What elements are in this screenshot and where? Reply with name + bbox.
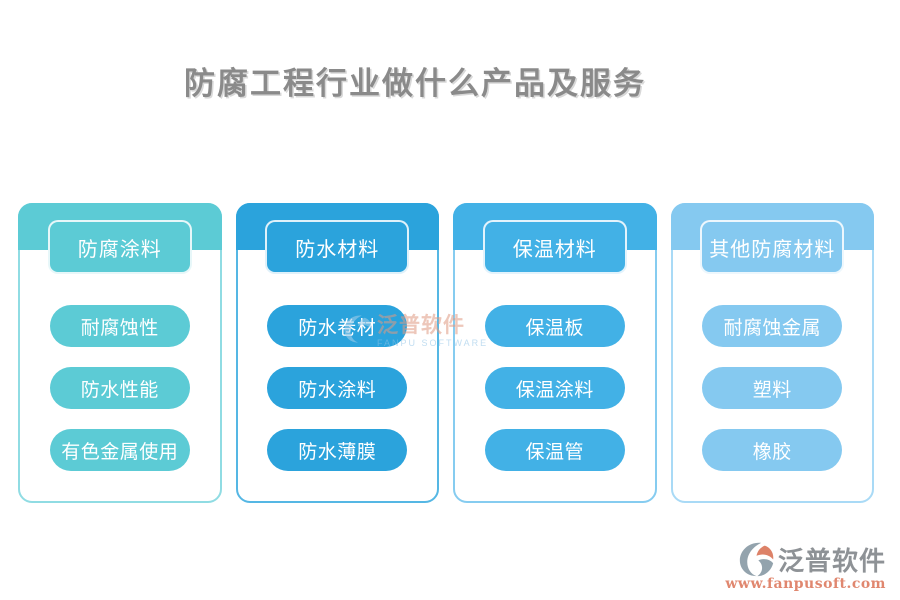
footer-url: www.fanpusoft.com [725, 576, 886, 592]
product-item: 有色金属使用 [49, 429, 190, 471]
product-item: 防水涂料 [267, 367, 408, 409]
fanpu-logo-icon [739, 542, 774, 577]
footer-brand-row: 泛普软件 [738, 541, 886, 578]
column-header: 其他防腐材料 [700, 220, 845, 274]
product-item: 保温板 [484, 305, 625, 347]
column-card-insulation-material: 保温材料 保温板 保温涂料 保温管 [453, 203, 657, 503]
product-item: 耐腐蚀金属 [702, 305, 843, 347]
product-item: 橡胶 [702, 429, 843, 471]
product-item: 保温管 [484, 429, 625, 471]
column-header: 保温材料 [482, 220, 627, 274]
column-items: 保温板 保温涂料 保温管 [455, 305, 655, 471]
column-header: 防腐涂料 [47, 220, 192, 274]
column-card-other-anticorrosion-material: 其他防腐材料 耐腐蚀金属 塑料 橡胶 [670, 203, 874, 503]
column-card-anticorrosion-coating: 防腐涂料 耐腐蚀性 防水性能 有色金属使用 [18, 203, 222, 503]
product-item: 塑料 [702, 367, 843, 409]
column-items: 防水卷材 防水涂料 防水薄膜 [238, 305, 438, 471]
product-columns: 防腐涂料 耐腐蚀性 防水性能 有色金属使用 防水材料 防水卷材 防水涂料 防水薄… [18, 203, 874, 503]
column-header: 防水材料 [265, 220, 410, 274]
footer-watermark: 泛普软件 www.fanpusoft.com [725, 541, 886, 592]
product-item: 防水卷材 [267, 305, 408, 347]
product-item: 耐腐蚀性 [49, 305, 190, 347]
footer-brand-name: 泛普软件 [777, 547, 886, 577]
product-item: 保温涂料 [484, 367, 625, 409]
column-items: 耐腐蚀性 防水性能 有色金属使用 [20, 305, 220, 471]
column-items: 耐腐蚀金属 塑料 橡胶 [673, 305, 873, 471]
product-item: 防水薄膜 [267, 429, 408, 471]
product-item: 防水性能 [49, 367, 190, 409]
page-title: 防腐工程行业做什么产品及服务 [184, 66, 646, 102]
column-card-waterproof-material: 防水材料 防水卷材 防水涂料 防水薄膜 [235, 203, 439, 503]
